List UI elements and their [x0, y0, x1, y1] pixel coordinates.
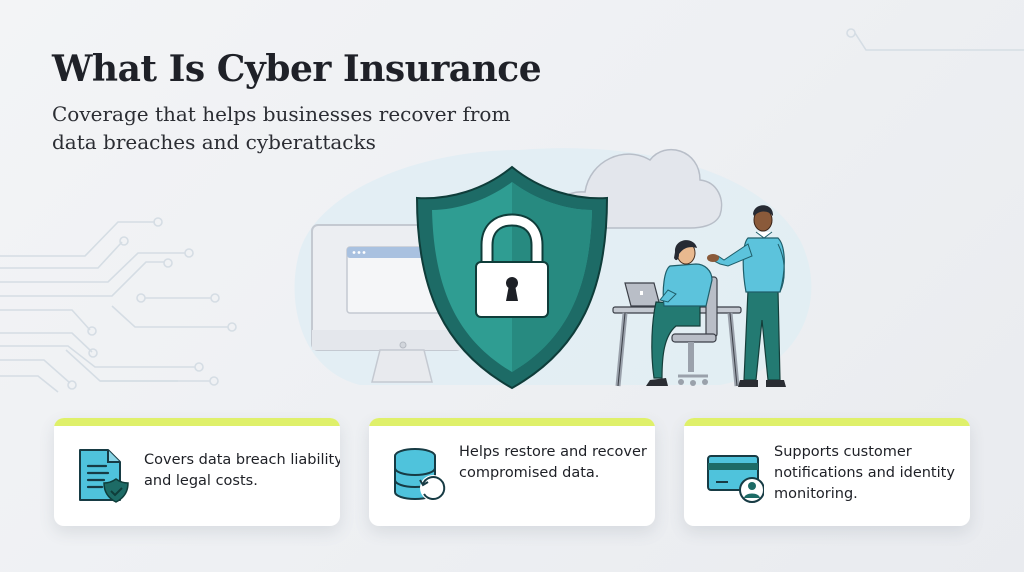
card-accent-bar [369, 418, 655, 426]
woman-figure [646, 240, 713, 386]
padlock-icon [475, 213, 549, 318]
card-identity-icon [707, 455, 764, 503]
page-title: What Is Cyber Insurance [52, 48, 542, 90]
card-accent-bar [54, 418, 340, 426]
feature-card-liability: Covers data breach liability and legal c… [54, 418, 340, 526]
feature-card-restore: Helps restore and recover compromised da… [369, 418, 655, 526]
man-figure [707, 205, 786, 387]
card-accent-bar [684, 418, 970, 426]
database-restore-icon [394, 448, 446, 501]
document-shield-icon [79, 449, 129, 503]
laptop-icon [624, 282, 661, 307]
page-subtitle: Coverage that helps businesses recover f… [52, 102, 511, 154]
feature-card-identity: Supports customer notifications and iden… [684, 418, 970, 526]
card-text: Covers data breach liability and legal c… [144, 452, 340, 489]
card-text: Supports customer notifications and iden… [774, 444, 955, 502]
card-text: Helps restore and recover compromised da… [459, 444, 647, 481]
